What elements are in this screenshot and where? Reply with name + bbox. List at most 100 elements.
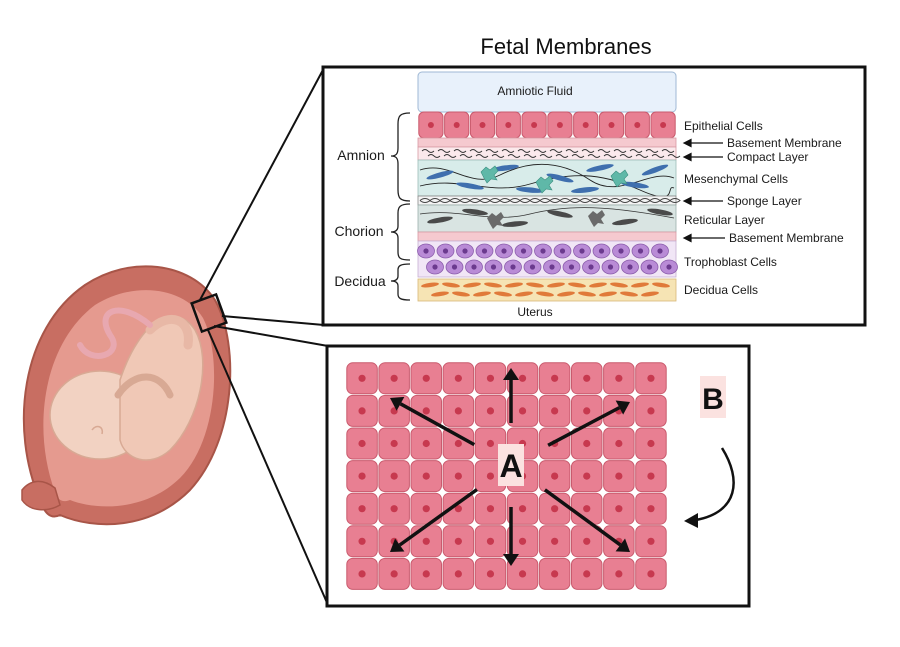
compact-fiber bbox=[427, 154, 681, 158]
grid-cell-nucleus bbox=[358, 472, 366, 480]
mesenchymal-fiber bbox=[419, 163, 675, 188]
grid-cell-nucleus bbox=[551, 505, 559, 513]
decidua-cell bbox=[515, 291, 533, 297]
epithelial-cell-grid bbox=[346, 362, 667, 590]
cervix bbox=[21, 480, 61, 511]
epithelial-nucleus bbox=[608, 122, 615, 128]
trophoblast-nucleus bbox=[627, 264, 633, 270]
decidua-cell bbox=[505, 282, 523, 288]
grid-cell-nucleus bbox=[422, 472, 430, 480]
pointer-arrow-basement-membrane-1 bbox=[682, 138, 723, 148]
trophoblast-nucleus bbox=[666, 264, 672, 270]
grid-cell-nucleus bbox=[390, 505, 398, 513]
radial-arrow-shaft bbox=[543, 488, 622, 547]
stellate-cell bbox=[480, 165, 499, 184]
grid-cell-nucleus bbox=[454, 505, 462, 513]
curved-arrow-b bbox=[684, 447, 735, 528]
grid-cell-nucleus bbox=[454, 439, 462, 448]
decidua-cell bbox=[641, 291, 659, 297]
decidua-cell bbox=[484, 282, 502, 288]
radial-arrow-head bbox=[503, 368, 519, 380]
stellate-cell bbox=[610, 169, 629, 188]
epithelial-nucleus bbox=[427, 122, 434, 128]
grid-cell-nucleus bbox=[615, 374, 623, 382]
decidua-cell bbox=[631, 282, 649, 288]
trophoblast-nucleus bbox=[637, 248, 644, 254]
decidua-cell bbox=[578, 291, 596, 297]
decidua-cell bbox=[652, 282, 670, 288]
grid-cell-nucleus bbox=[486, 374, 495, 382]
grid-cell-nucleus bbox=[615, 439, 623, 448]
epithelial-nucleus bbox=[505, 122, 512, 128]
grid-cell-nucleus bbox=[583, 439, 591, 448]
compact-fiber bbox=[421, 149, 675, 153]
grid-cell-nucleus bbox=[422, 439, 430, 448]
grid-cell-nucleus bbox=[583, 374, 591, 382]
connector-line-top-2 bbox=[221, 315, 325, 326]
layer-label-sponge: Sponge Layer bbox=[727, 194, 802, 208]
decidua-cell bbox=[589, 282, 607, 288]
layer-label-mesenchymal: Mesenchymal Cells bbox=[684, 172, 788, 186]
sponge-layer-chain bbox=[419, 198, 681, 203]
sponge-layer bbox=[417, 195, 677, 206]
grid-cell-nucleus bbox=[583, 570, 591, 578]
layer-label-decidua-cells: Decidua Cells bbox=[684, 283, 758, 297]
chorion-basement-membrane bbox=[417, 231, 677, 242]
mesenchymal-layer bbox=[417, 159, 677, 197]
grid-cell-nucleus bbox=[551, 407, 559, 415]
layer-labels: Epithelial Cells Basement Membrane Compa… bbox=[684, 119, 844, 297]
grid-cell-nucleus bbox=[358, 407, 366, 415]
radial-arrow-head bbox=[615, 538, 630, 552]
zoom-connectors bbox=[199, 67, 329, 606]
grid-cell-nucleus bbox=[647, 570, 655, 578]
grid-cell-nucleus bbox=[518, 570, 527, 578]
grid-cell-nucleus bbox=[358, 505, 366, 513]
grid-cell-nucleus bbox=[422, 374, 430, 382]
label-a-background bbox=[498, 444, 524, 486]
grid-cell-nucleus bbox=[647, 439, 655, 448]
trophoblast-nucleus bbox=[559, 248, 566, 254]
decidua-cell bbox=[599, 291, 617, 297]
grid-cell-nucleus bbox=[454, 570, 462, 578]
pointer-arrow-basement-membrane-2 bbox=[682, 233, 725, 243]
trophoblast-nucleus bbox=[579, 248, 585, 254]
uterus-illustration bbox=[21, 265, 232, 526]
epithelial-nucleus bbox=[556, 122, 563, 128]
grid-cell-nucleus bbox=[518, 374, 527, 382]
zoom-region-box bbox=[190, 292, 228, 334]
epithelial-nucleus bbox=[660, 122, 667, 128]
grid-cell-nucleus bbox=[486, 537, 495, 545]
trophoblast-nucleus bbox=[646, 264, 653, 270]
label-b: B bbox=[702, 383, 724, 416]
trophoblast-nucleus bbox=[588, 264, 594, 270]
grid-cell-nucleus bbox=[647, 472, 655, 480]
reticular-stellate-cell bbox=[487, 212, 504, 229]
grid-cell-nucleus bbox=[551, 472, 559, 480]
grid-cell-nucleus bbox=[647, 505, 655, 513]
trophoblast-nucleus bbox=[520, 248, 527, 254]
grid-cell-nucleus bbox=[422, 407, 430, 415]
grid-cell-nucleus bbox=[583, 407, 591, 415]
radial-arrow-shaft bbox=[399, 402, 476, 447]
trophoblast-nucleus bbox=[423, 248, 429, 254]
radial-arrow-head bbox=[390, 538, 405, 552]
layer-label-basement-membrane-2: Basement Membrane bbox=[729, 231, 844, 245]
grid-cell-nucleus bbox=[390, 374, 398, 382]
epithelial-nucleus bbox=[453, 122, 460, 128]
decidua-cell bbox=[463, 282, 481, 288]
decidua-cell bbox=[431, 291, 449, 297]
compact-layer bbox=[417, 146, 677, 161]
pointer-arrow-compact bbox=[682, 152, 723, 162]
fetus-arm bbox=[114, 373, 174, 399]
amnion-bracket bbox=[390, 112, 411, 202]
grid-cell-nucleus bbox=[583, 505, 591, 513]
group-label-chorion: Chorion bbox=[334, 223, 383, 239]
diagram-title: Fetal Membranes bbox=[480, 34, 651, 59]
trophoblast-nucleus bbox=[432, 264, 438, 270]
grid-cell-nucleus bbox=[422, 537, 430, 545]
trophoblast-nucleus bbox=[607, 264, 614, 270]
grid-cell-nucleus bbox=[358, 374, 366, 382]
label-b-background bbox=[700, 376, 726, 418]
reticular-spindle-cell bbox=[612, 218, 638, 226]
connector-line-top-1 bbox=[199, 67, 325, 301]
